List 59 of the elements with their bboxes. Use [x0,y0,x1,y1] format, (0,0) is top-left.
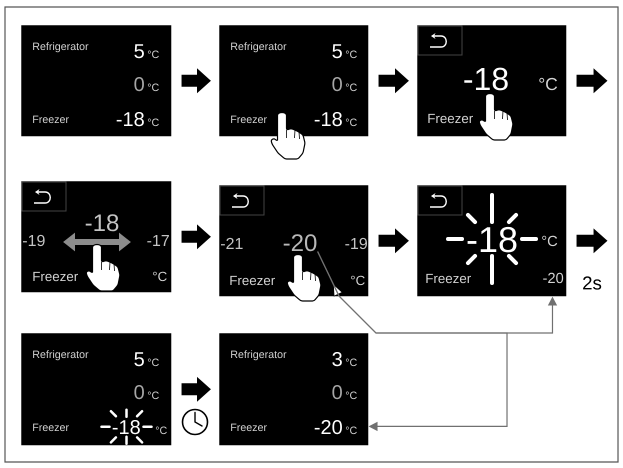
zone-label: Refrigerator [33,42,88,52]
temperature-value: 3 [332,352,342,366]
temperature-value: -20 [543,272,564,284]
display-screen [21,25,172,136]
zone-label: Freezer [230,276,275,286]
temperature-value: -19 [22,234,45,246]
edge-label: 2s [583,276,602,290]
selected-value: -20 [284,234,316,252]
temperature-value: -20 [314,420,342,434]
unit-label: °C [156,426,167,434]
unit-label: °C [148,392,159,400]
unit-label: °C [148,118,159,126]
unit-label: °C [346,84,357,92]
temperature-value: -18 [468,226,516,252]
temperature-value: 0 [134,77,144,92]
temperature-value: 5 [134,44,144,58]
zone-label: Refrigerator [33,350,88,360]
unit-label: °C [153,272,167,282]
unit-label: °C [346,358,357,366]
display-screen [219,25,368,136]
temperature-value: -18 [314,112,342,126]
unit-label: °C [148,84,159,92]
display-screen [219,333,368,446]
zone-label: Refrigerator [231,350,286,360]
unit-label: °C [346,392,357,400]
unit-label: °C [346,426,357,434]
connector-arrow [317,251,508,432]
temperature-value: -18 [112,420,140,434]
display-screen [219,185,368,296]
unit-label: °C [542,236,558,246]
unit-label: °C [148,50,159,58]
temperature-value: 5 [134,352,144,366]
display-screen [21,181,172,292]
temperature-value: -17 [147,235,169,246]
unit-label: °C [346,50,357,58]
zone-label: Refrigerator [231,42,286,52]
unit-label: °C [351,276,365,286]
zone-label: Freezer [33,424,69,432]
display-screen [417,185,566,296]
temperature-value: -21 [220,238,243,249]
display-screen [21,333,172,446]
temperature-value: 0 [332,385,342,400]
temperature-value: 0 [134,385,144,400]
zone-label: Freezer [426,274,471,284]
zone-label: Freezer [231,116,267,124]
display-screen [417,25,566,136]
zone-label: Freezer [428,114,473,124]
temperature-value: -18 [86,214,118,232]
unit-label: °C [346,118,357,126]
zone-label: Freezer [33,272,78,282]
temperature-value: 0 [332,77,342,92]
unit-label: °C [148,358,159,366]
temperature-value: -18 [116,112,144,126]
zone-label: Freezer [33,116,69,124]
zone-label: Freezer [231,424,267,432]
temperature-value: -18 [464,68,508,90]
temperature-value: 5 [332,44,342,58]
temperature-value: -19 [345,238,367,250]
unit-label: °C [539,78,558,90]
